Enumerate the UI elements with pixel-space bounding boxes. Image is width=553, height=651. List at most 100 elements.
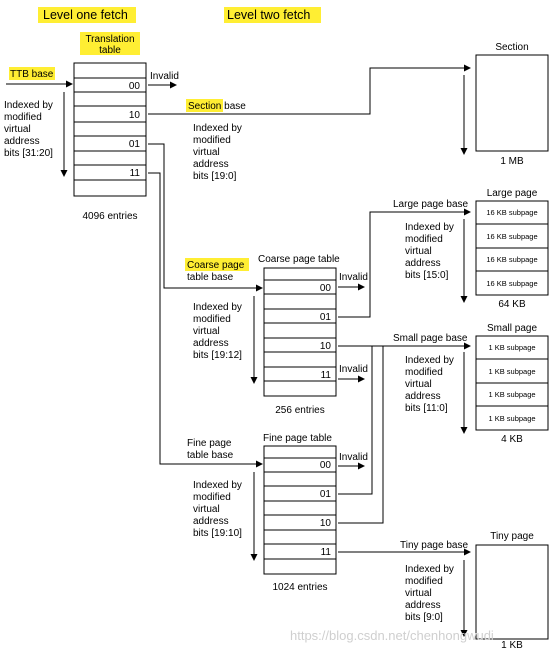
svg-text:bits [31:20]: bits [31:20] (4, 148, 53, 159)
svg-text:Indexed by: Indexed by (193, 480, 242, 491)
svg-text:address: address (405, 258, 441, 269)
svg-text:virtual: virtual (4, 124, 31, 135)
section-size: 1 MB (500, 156, 524, 167)
level-one-highlight (38, 7, 136, 23)
coarse-title: Coarse page table (258, 254, 340, 265)
coarse-entry-11: 11 (321, 370, 332, 381)
small-page-base-label: Small page base (393, 333, 468, 344)
svg-text:virtual: virtual (193, 147, 220, 158)
svg-text:Indexed by: Indexed by (405, 564, 454, 575)
svg-text:bits [9:0]: bits [9:0] (405, 612, 443, 623)
svg-text:modified: modified (405, 234, 443, 245)
coarse-entry-01: 01 (320, 312, 332, 323)
svg-text:address: address (193, 159, 229, 170)
fine-to-small-connector (338, 346, 373, 495)
svg-text:address: address (405, 600, 441, 611)
section-base-highlight (186, 99, 223, 112)
fine-table-dividers (264, 457, 336, 560)
small-page-index-note: Indexed by modified virtual address bits… (405, 355, 454, 414)
large-subpage-4: 16 KB subpage (486, 279, 537, 288)
translation-table-dividers (74, 77, 146, 181)
svg-text:address: address (193, 516, 229, 527)
fine-base-label-2: table base (187, 450, 234, 461)
fine-base-arrow (148, 172, 263, 468)
svg-text:modified: modified (193, 135, 231, 146)
section-base-label: Section base (188, 101, 246, 112)
level-two-highlight (224, 7, 321, 23)
large-subpage-3: 16 KB subpage (486, 255, 537, 264)
fine-base-label-1: Fine page (187, 438, 232, 449)
svg-text:Indexed by: Indexed by (193, 302, 242, 313)
svg-text:address: address (405, 391, 441, 402)
fine-table-box (263, 445, 337, 575)
translation-table-highlight (80, 32, 140, 55)
svg-text:virtual: virtual (405, 588, 432, 599)
fine-to-large-connector (338, 346, 384, 524)
section-index-note: Indexed by modified virtual address bits… (193, 123, 242, 182)
fine-title: Fine page table (263, 433, 332, 444)
svg-text:bits [19:12]: bits [19:12] (193, 350, 242, 361)
large-subpage-2: 16 KB subpage (486, 232, 537, 241)
ttb-base-highlight (9, 67, 55, 80)
large-page-base-arrow (338, 208, 471, 318)
watermark: https://blog.csdn.net/chenhongwudi (290, 628, 494, 643)
large-page-dividers (476, 223, 548, 272)
svg-text:modified: modified (405, 367, 443, 378)
fine-invalid-label: Invalid (339, 452, 368, 463)
large-page-index-note: Indexed by modified virtual address bits… (405, 222, 454, 281)
svg-text:virtual: virtual (405, 379, 432, 390)
section-box (475, 54, 549, 152)
svg-text:Indexed by: Indexed by (405, 355, 454, 366)
tt-entry-01: 01 (129, 139, 141, 150)
tiny-page-size: 1 KB (501, 640, 523, 651)
large-page-title: Large page (487, 188, 538, 199)
translation-table-box (73, 62, 147, 197)
svg-text:virtual: virtual (193, 504, 220, 515)
small-subpage-1: 1 KB subpage (488, 343, 535, 352)
tiny-page-title: Tiny page (490, 531, 534, 542)
section-base-arrow (148, 64, 471, 115)
svg-text:virtual: virtual (193, 326, 220, 337)
coarse-invalid-label-2: Invalid (339, 364, 368, 375)
small-page-dividers (476, 358, 548, 407)
fine-count: 1024 entries (272, 582, 327, 593)
svg-text:bits [19:0]: bits [19:0] (193, 171, 237, 182)
fine-entry-11: 11 (321, 547, 332, 558)
coarse-base-label-1: Coarse page (187, 260, 245, 271)
coarse-invalid-label: Invalid (339, 272, 368, 283)
tt-count: 4096 entries (82, 211, 137, 222)
svg-text:modified: modified (4, 112, 42, 123)
fine-entry-00: 00 (320, 460, 332, 471)
svg-text:Indexed by: Indexed by (405, 222, 454, 233)
svg-text:Indexed by: Indexed by (4, 100, 53, 111)
coarse-base-highlight (185, 258, 249, 271)
coarse-count: 256 entries (275, 405, 324, 416)
small-subpage-4: 1 KB subpage (488, 414, 535, 423)
small-page-title: Small page (487, 323, 537, 334)
svg-text:Indexed by: Indexed by (193, 123, 242, 134)
coarse-entry-10: 10 (320, 341, 332, 352)
svg-text:modified: modified (193, 314, 231, 325)
tt-index-note: Indexed by modified virtual address bits… (4, 100, 53, 159)
tt-entry-11: 11 (130, 168, 141, 179)
large-page-base-label: Large page base (393, 199, 469, 210)
coarse-base-label-2: table base (187, 272, 234, 283)
translation-table-title-2: table (99, 45, 121, 56)
ttb-base-label: TTB base (10, 69, 54, 80)
level-one-header: Level one fetch (43, 8, 128, 22)
tt-entry-00: 00 (129, 81, 141, 92)
fine-entry-10: 10 (320, 518, 332, 529)
large-subpage-1: 16 KB subpage (486, 208, 537, 217)
svg-text:modified: modified (405, 576, 443, 587)
small-subpage-3: 1 KB subpage (488, 390, 535, 399)
svg-text:virtual: virtual (405, 246, 432, 257)
coarse-table-dividers (264, 279, 336, 382)
tiny-page-index-note: Indexed by modified virtual address bits… (405, 564, 454, 623)
translation-table-title-1: Translation (85, 34, 134, 45)
fine-index-note: Indexed by modified virtual address bits… (193, 480, 242, 539)
svg-text:address: address (193, 338, 229, 349)
tt-invalid-label: Invalid (150, 71, 179, 82)
small-page-size: 4 KB (501, 434, 523, 445)
tt-entry-10: 10 (129, 110, 141, 121)
